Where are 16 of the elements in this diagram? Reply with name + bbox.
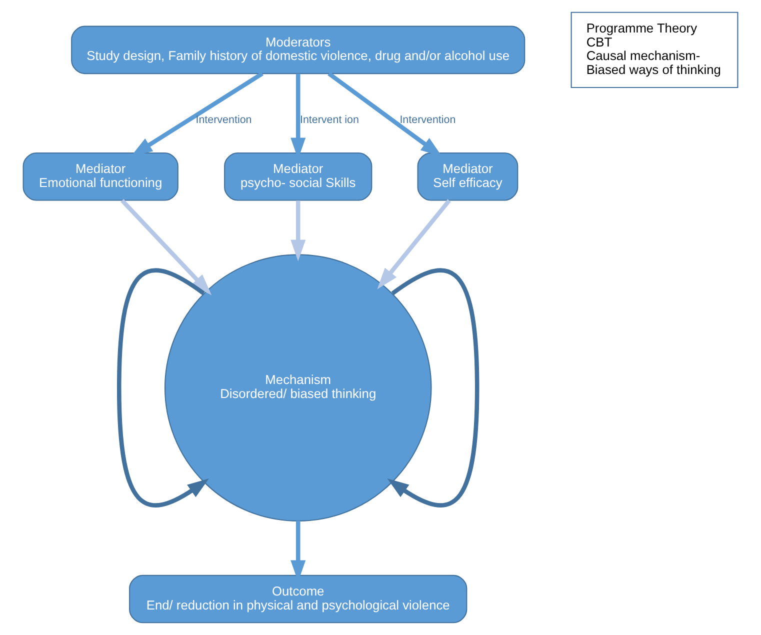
- arrow: [377, 199, 451, 290]
- node-circle: Mechanism Disordered/ biased thinking: [164, 254, 432, 522]
- node-box: Programme Theory CBT Causal mechanism- Biased ways of thinking: [570, 12, 738, 88]
- edge-label: Intervention: [400, 114, 456, 126]
- edge-label: Intervention: [196, 114, 252, 126]
- arrow: [290, 200, 306, 262]
- node-box: Mediator psycho- social Skills: [224, 152, 372, 201]
- node-box: Moderators Study design, Family history of domestic violence, drug and/or alcohol use: [71, 26, 526, 74]
- arrow: [116, 268, 209, 508]
- node-box: Outcome End/ reduction in physical and psychological violence: [129, 574, 468, 624]
- edge-label: Intervent ion: [300, 114, 359, 126]
- node-box: Mediator Emotional functioning: [22, 152, 178, 201]
- arrow: [120, 198, 212, 296]
- arrow: [387, 268, 480, 508]
- arrow: [130, 72, 264, 156]
- node-box: Mediator Self efficacy: [417, 152, 518, 201]
